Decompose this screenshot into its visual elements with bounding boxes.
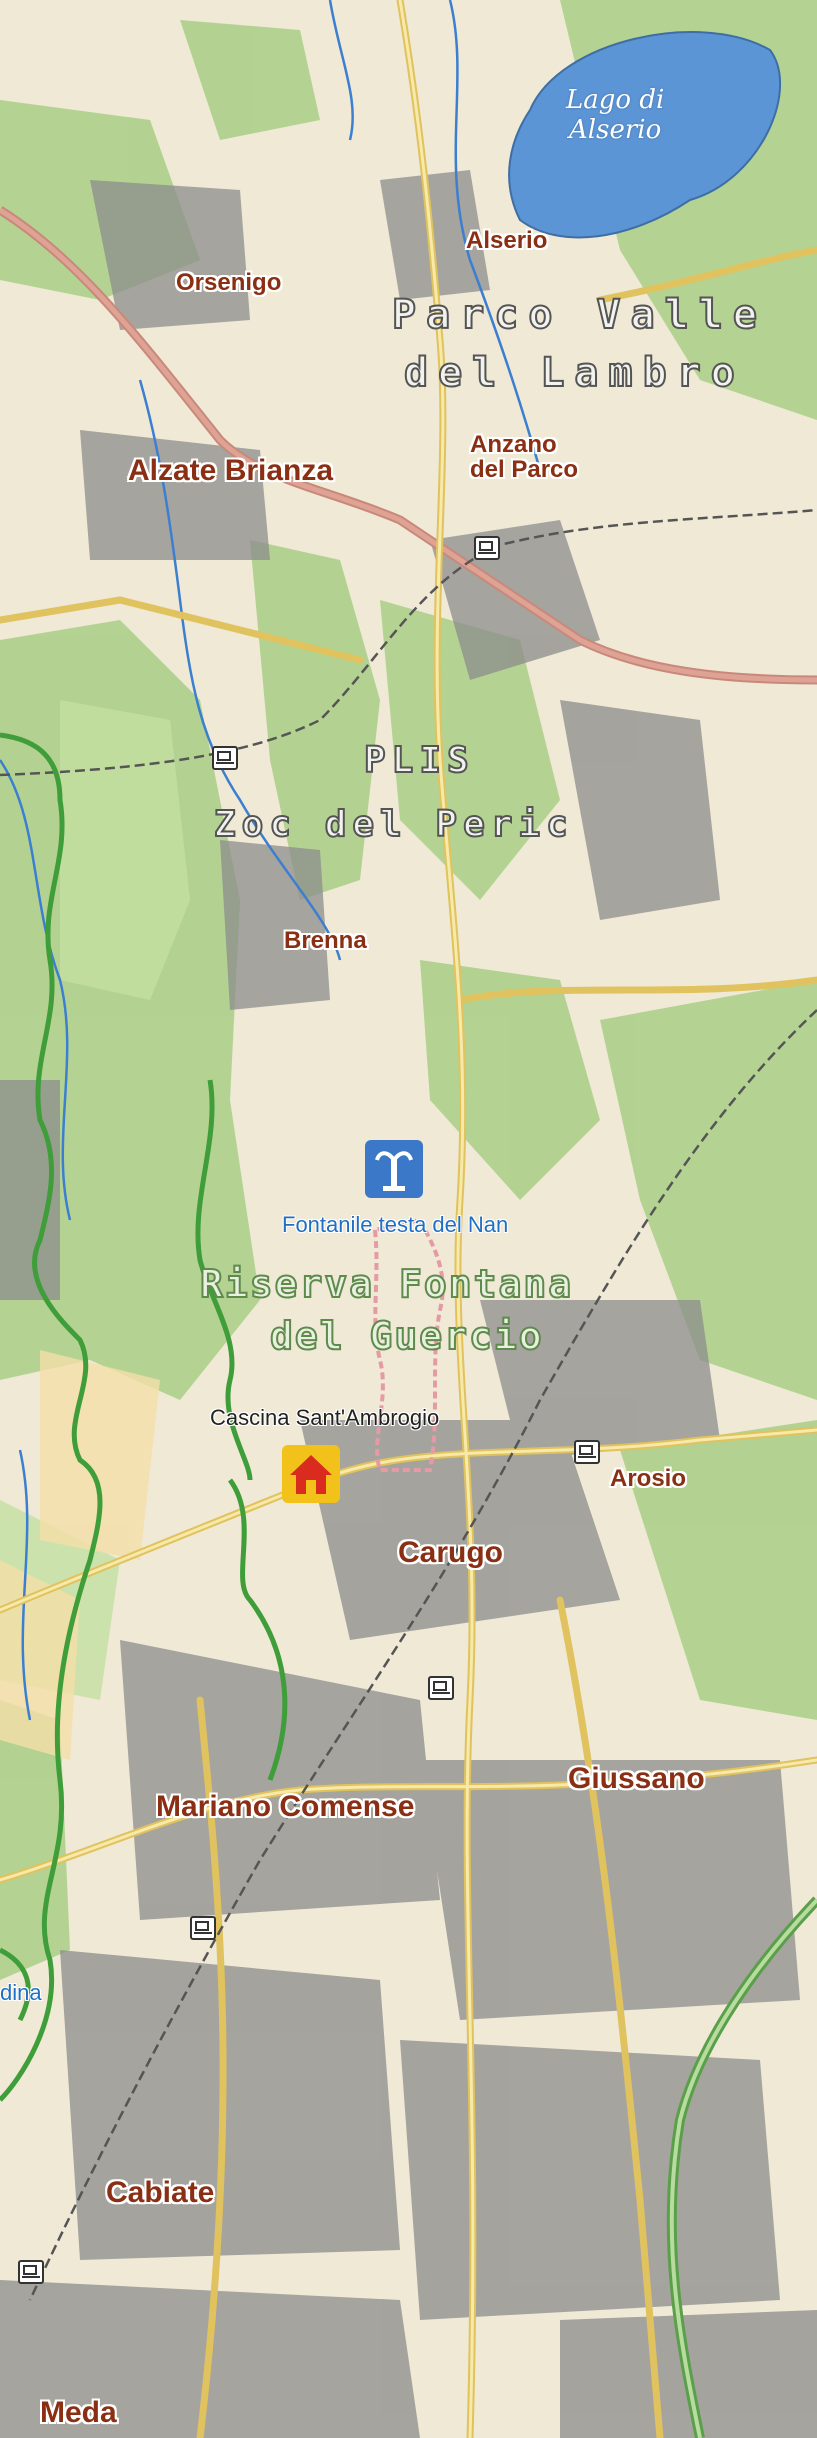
train-station-icon[interactable]: [574, 1440, 600, 1464]
town-label-alserio: Alserio: [466, 227, 548, 254]
town-label-meda: Meda: [40, 2396, 117, 2429]
poi-label-cascina: Cascina Sant'Ambrogio: [210, 1405, 440, 1430]
lake-alserio: [508, 31, 781, 239]
park-label-valle-lambro-1: Parco Valle: [391, 291, 767, 339]
railways: [0, 508, 817, 2301]
house-icon[interactable]: [282, 1445, 340, 1503]
lake-label: Lago di Alserio: [566, 85, 665, 146]
town-label-anzano: Anzano del Parco: [470, 432, 578, 482]
park-boundary: [0, 732, 103, 2102]
town-label-arosio: Arosio: [610, 1465, 687, 1492]
town-label-anzano-line1: Anzano: [470, 431, 557, 458]
reserve-label-2: del Guercio: [269, 1313, 544, 1359]
park-label-plis-1: PLIS: [363, 739, 475, 782]
town-label-brenna: Brenna: [284, 927, 367, 954]
park-label-plis-2: Zoc del Peric: [213, 803, 574, 846]
town-label-carugo: Carugo: [398, 1536, 503, 1569]
town-label-orsenigo: Orsenigo: [176, 269, 282, 296]
park-label-valle-lambro-2: del Lambro: [403, 349, 745, 397]
town-label-alzate-brianza: Alzate Brianza: [128, 454, 334, 487]
train-station-icon[interactable]: [212, 746, 238, 770]
train-station-icon[interactable]: [190, 1916, 216, 1940]
poi-label-fontanile: Fontanile testa del Nan: [282, 1212, 509, 1237]
train-station-icon[interactable]: [474, 536, 500, 560]
town-label-giussano: Giussano: [568, 1762, 705, 1795]
reserve-boundary: [372, 1217, 445, 1472]
train-station-icon[interactable]: [18, 2260, 44, 2284]
reserve-label-1: Riserva Fontana: [199, 1261, 574, 1307]
fountain-icon[interactable]: [365, 1140, 423, 1198]
lake-label-line1: Lago di: [566, 85, 665, 115]
rivers: [0, 0, 542, 1721]
town-label-cabiate: Cabiate: [106, 2176, 215, 2209]
train-station-icon[interactable]: [428, 1676, 454, 1700]
town-label-mariano-comense: Mariano Comense: [156, 1790, 415, 1823]
lake-label-line2: Alserio: [569, 114, 662, 145]
edge-label-partial: dina: [0, 1980, 42, 2005]
town-label-anzano-line2: del Parco: [470, 456, 579, 484]
